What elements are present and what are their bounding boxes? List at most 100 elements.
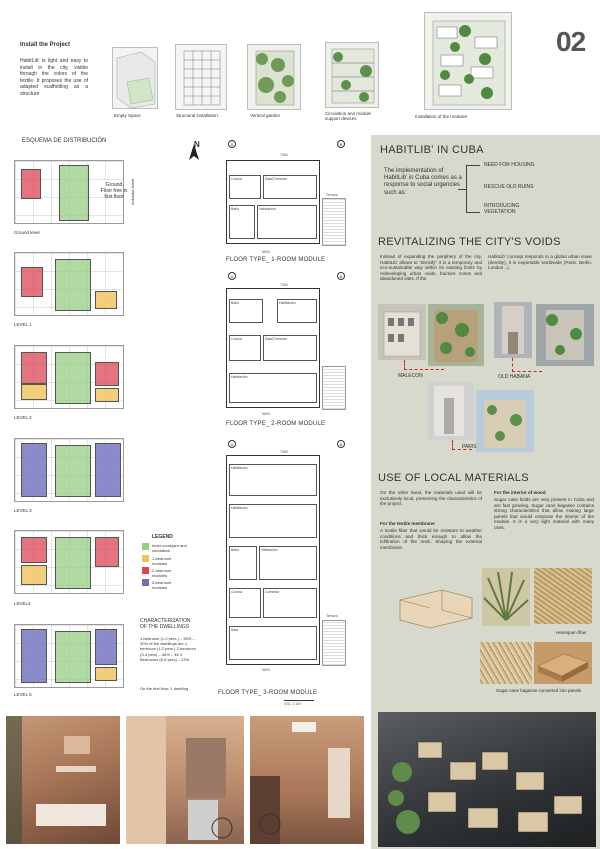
axis-b-1: B xyxy=(337,140,345,148)
cuba-need-3: INTRODUCING VEGETATION xyxy=(484,203,520,215)
henequen-caption: Henequen fiber xyxy=(556,630,587,635)
room-cocina-2: Cocina xyxy=(229,335,261,361)
axis-b-3: B xyxy=(337,440,345,448)
legend-swatch-1bed xyxy=(142,555,149,562)
dim-top-3: 7360 xyxy=(280,450,288,454)
photo-paris-2 xyxy=(476,390,534,452)
distribution-title: ESQUEMA DE DISTRIBUCIÓN xyxy=(22,138,107,144)
dim-bottom-2: 6600 xyxy=(262,412,270,416)
photo-habana-1 xyxy=(494,302,532,358)
dim-top-1: 7360 xyxy=(280,153,288,157)
interior-photo-3 xyxy=(250,716,364,844)
plan-3room: Habitación Habitación Baño Habitación Co… xyxy=(226,455,320,665)
bagasse-photo-2 xyxy=(534,642,592,684)
room-sala: Sala/Comedor xyxy=(263,175,317,199)
axis-a-2: A xyxy=(228,272,236,280)
stage-garden-sketch xyxy=(247,44,301,110)
level-3-plan xyxy=(14,438,124,502)
level-5-plan xyxy=(14,624,124,688)
cuba-title: HABITLIB' IN CUBA xyxy=(380,144,484,156)
dim-bottom-3: 6600 xyxy=(262,668,270,672)
fiber-photo xyxy=(534,568,592,624)
terrace-2 xyxy=(322,366,346,410)
room-hab-3c: Habitación xyxy=(259,546,317,580)
stage-caption-3: Vertical garden xyxy=(250,113,281,118)
axis-a-1: A xyxy=(228,140,236,148)
north-label: N xyxy=(194,140,200,149)
place-paris: PARIS xyxy=(462,444,477,450)
axis-a-3: A xyxy=(228,440,236,448)
north-arrow-icon xyxy=(186,142,202,162)
ground-note: Ground Floor free in first floor xyxy=(100,182,128,200)
level-label-2: LEVEL 2 xyxy=(14,415,32,420)
level-label-3: LEVEL 3 xyxy=(14,508,32,513)
level-1-plan xyxy=(14,252,124,316)
room-hab: Habitación xyxy=(257,205,317,239)
materials-title: USE OF LOCAL MATERIALS xyxy=(378,472,529,484)
photo-malecon-1 xyxy=(378,304,426,360)
terrace-label-1: Terraza xyxy=(326,193,338,197)
scale-bar: ESC 1:100 xyxy=(284,700,314,706)
floor-label-1: FLOOR TYPE_ 1-ROOM MODULE xyxy=(226,257,326,263)
level-label-4: LEVEL4 xyxy=(14,601,31,606)
room-hab-3a: Habitación xyxy=(229,464,317,496)
voids-title: REVITALIZING THE CITY'S VOIDS xyxy=(378,236,561,248)
textile-title: For the textile membrane xyxy=(380,521,435,526)
interior-photo-2 xyxy=(126,716,244,844)
stage-caption-2: Structural installation xyxy=(176,113,218,118)
axis-b-2: B xyxy=(337,272,345,280)
room-sala-2: Sala/Comedor xyxy=(263,335,317,361)
stage-caption-4: Circulation and module support devices xyxy=(325,111,372,121)
level-label-0: Ground lever xyxy=(14,230,41,235)
cuba-connector xyxy=(458,189,466,190)
terrace-3 xyxy=(322,620,346,666)
stage-caption-1: Empty Space xyxy=(114,113,141,118)
photo-habana-2 xyxy=(536,304,594,366)
cuba-bracket xyxy=(466,165,480,213)
legend-label-1bed: 1-bedroom modules xyxy=(152,556,172,566)
interior-photo-1 xyxy=(6,716,120,844)
plan-2room: Baño Habitación Cocina Sala/Comedor Habi… xyxy=(226,288,320,408)
wood-body: Sugar cane fields are very present in Cu… xyxy=(494,497,594,530)
cuba-intro: The implementation of HabitLib' in Cuba … xyxy=(384,168,462,196)
room-comedor-3: Comedor xyxy=(263,588,317,618)
level-2-plan xyxy=(14,345,124,409)
red-connector-3 xyxy=(452,440,472,450)
plan-1room: Cocina Sala/Comedor Baño Habitación xyxy=(226,160,320,244)
textile-body: A textile fiber that would be resistant … xyxy=(380,528,482,550)
stage-empty-sketch xyxy=(112,47,158,109)
red-connector-2 xyxy=(512,358,542,372)
project-body: HabitLib' is light and easy to install i… xyxy=(20,58,88,97)
bagasse-caption: Sugar cane bagasse converted into panels xyxy=(496,688,582,693)
legend-title: LEGEND xyxy=(152,534,173,540)
voids-col2: HabitLib' concept responds to a global u… xyxy=(488,254,592,271)
room-bano-3: Baño xyxy=(229,546,257,580)
terrace-1 xyxy=(322,198,346,246)
street-label: Industria street xyxy=(130,178,135,205)
stage-circulation-sketch xyxy=(325,42,379,108)
legend-swatch-courtyard xyxy=(142,543,149,550)
first-floor-note: On the first floor, 1 dwelling xyxy=(140,686,189,691)
legend-label-2bed: 2-bedroom modules xyxy=(152,568,172,578)
stage-caption-5: Installation of the modules xyxy=(415,114,468,119)
red-connector-1 xyxy=(404,360,444,370)
bagasse-photo-1 xyxy=(480,642,532,684)
room-hab-3b: Habitación xyxy=(229,504,317,538)
room-hab-2b: Habitación xyxy=(229,373,317,403)
module-sketch xyxy=(396,582,476,630)
level-4-plan xyxy=(14,530,124,594)
dim-bottom-1: 6600 xyxy=(262,250,270,254)
legend-label-3bed: 3-bedroom modules xyxy=(152,580,172,590)
char-title: CHARACTERIZATION OF THE DWELLINGS xyxy=(140,618,191,630)
facade-photo xyxy=(378,712,596,847)
room-sala-3: Sala xyxy=(229,626,317,660)
materials-intro: On the other hand, the materials used wi… xyxy=(380,490,482,507)
ground-level-plan xyxy=(14,160,124,224)
stage-modules-sketch xyxy=(424,12,512,110)
legend-swatch-2bed xyxy=(142,567,149,574)
terrace-label-3: Terraza xyxy=(326,614,338,618)
room-hab-2a: Habitación xyxy=(277,299,317,323)
cuba-need-2: RESCUE OLD RUINS xyxy=(484,184,534,190)
char-body: 1-bedroom (1-2 pers.) – 30% – 30% of the… xyxy=(140,636,196,662)
photo-malecon-2 xyxy=(428,304,484,366)
